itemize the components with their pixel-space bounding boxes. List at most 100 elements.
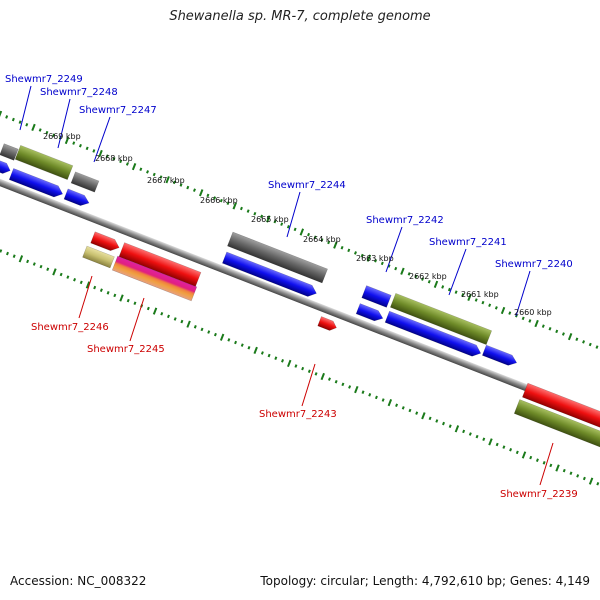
minor-tick xyxy=(6,251,9,256)
gene-features xyxy=(0,143,600,450)
summary-text: Topology: circular; Length: 4,792,610 bp… xyxy=(260,574,590,588)
gene-label-shewmr7-2242[interactable]: Shewmr7_2242 xyxy=(366,215,444,226)
major-tick xyxy=(287,359,292,368)
minor-tick xyxy=(247,345,251,350)
leader-line xyxy=(93,116,111,163)
major-tick xyxy=(333,241,338,249)
minor-tick xyxy=(78,143,82,148)
minor-tick xyxy=(12,254,16,258)
minor-tick xyxy=(5,115,9,119)
gene-label-shewmr7-2241[interactable]: Shewmr7_2241 xyxy=(429,237,507,248)
leader-line xyxy=(301,363,316,407)
minor-tick xyxy=(260,214,264,219)
gene-feature-shewmr7-2249[interactable] xyxy=(0,143,19,161)
minor-tick xyxy=(541,324,545,328)
gene-feature-shewmr7-2245-red[interactable] xyxy=(118,242,202,287)
minor-tick xyxy=(113,293,117,298)
major-tick xyxy=(0,110,3,118)
minor-tick xyxy=(515,450,519,455)
gene-feature-blue-fwd-6[interactable] xyxy=(384,310,483,359)
gene-feature-red-rev-2[interactable] xyxy=(522,382,600,431)
minor-tick xyxy=(52,133,56,138)
gene-label-shewmr7-2248[interactable]: Shewmr7_2248 xyxy=(40,87,118,98)
minor-tick xyxy=(219,198,223,203)
minor-tick xyxy=(441,285,445,289)
kbp-marker-2669: 2669 kbp xyxy=(43,132,81,141)
gene-feature-blue-fwd-2[interactable] xyxy=(8,168,65,199)
major-tick xyxy=(165,176,170,184)
minor-tick xyxy=(32,262,36,266)
major-tick xyxy=(400,267,405,275)
major-tick xyxy=(354,385,359,394)
gene-feature-red-rev-1[interactable] xyxy=(90,231,122,253)
minor-tick xyxy=(380,261,384,266)
minor-tick xyxy=(186,185,190,190)
gene-feature-blue-fwd-4[interactable] xyxy=(222,251,318,299)
label-leader-lines xyxy=(19,85,554,486)
minor-tick xyxy=(521,316,525,321)
leader-line xyxy=(385,226,403,273)
minor-tick xyxy=(415,411,419,415)
minor-tick xyxy=(448,424,452,428)
gene-feature-shewmr7-2246[interactable] xyxy=(82,245,115,269)
minor-tick xyxy=(240,343,244,347)
gene-feature-shewmr7-2242[interactable] xyxy=(361,285,392,308)
minor-tick xyxy=(596,481,600,486)
major-tick xyxy=(198,189,204,197)
major-tick xyxy=(266,215,271,223)
gene-feature-shewmr7-2244[interactable] xyxy=(227,231,328,284)
gene-feature-blue-fwd-5[interactable] xyxy=(355,303,385,324)
kbp-marker-2665: 2665 kbp xyxy=(251,215,289,224)
minor-tick xyxy=(286,225,290,229)
gene-feature-shewmr7-2248[interactable] xyxy=(14,145,74,180)
minor-tick xyxy=(414,274,418,279)
major-tick xyxy=(588,477,594,485)
major-tick xyxy=(500,306,506,315)
leader-line xyxy=(129,297,145,342)
gene-label-shewmr7-2244[interactable]: Shewmr7_2244 xyxy=(268,180,346,191)
gene-label-shewmr7-2240[interactable]: Shewmr7_2240 xyxy=(495,259,573,270)
major-tick xyxy=(131,163,137,171)
minor-tick xyxy=(159,175,163,179)
minor-tick xyxy=(59,272,63,277)
major-tick xyxy=(433,280,439,288)
minor-tick xyxy=(582,340,586,344)
major-tick xyxy=(52,268,57,276)
gene-feature-shewmr7-2245[interactable] xyxy=(111,255,198,302)
minor-tick xyxy=(274,356,278,360)
gene-feature-shewmr7-2243[interactable] xyxy=(317,316,339,333)
minor-tick xyxy=(213,332,217,337)
kbp-marker-2661: 2661 kbp xyxy=(461,290,499,299)
gene-label-shewmr7-2245[interactable]: Shewmr7_2245 xyxy=(87,344,165,355)
gene-feature-blue-fwd-1[interactable] xyxy=(0,157,12,175)
minor-tick xyxy=(381,398,385,402)
minor-tick xyxy=(193,188,196,192)
minor-tick xyxy=(569,471,573,476)
gene-label-shewmr7-2239[interactable]: Shewmr7_2239 xyxy=(500,489,578,500)
gene-feature-shewmr7-2239[interactable] xyxy=(513,399,600,450)
gene-label-shewmr7-2246[interactable]: Shewmr7_2246 xyxy=(31,322,109,333)
minor-tick xyxy=(582,476,586,481)
minor-tick xyxy=(105,154,109,158)
minor-tick xyxy=(106,291,110,295)
gene-label-shewmr7-2247[interactable]: Shewmr7_2247 xyxy=(79,105,157,116)
gene-label-shewmr7-2249[interactable]: Shewmr7_2249 xyxy=(5,74,83,85)
minor-tick xyxy=(354,251,357,255)
minor-tick xyxy=(374,259,378,263)
minor-tick xyxy=(45,130,49,135)
major-tick xyxy=(387,399,393,407)
gene-label-shewmr7-2243[interactable]: Shewmr7_2243 xyxy=(259,409,337,420)
gene-feature-shewmr7-2241[interactable] xyxy=(390,292,492,346)
gene-feature-blue-fwd-3[interactable] xyxy=(63,188,91,208)
minor-tick xyxy=(435,419,439,423)
minor-tick xyxy=(334,379,338,384)
minor-tick xyxy=(139,167,143,172)
leader-line xyxy=(19,85,32,131)
minor-tick xyxy=(528,319,532,323)
gene-feature-shewmr7-2240[interactable] xyxy=(481,344,518,368)
minor-tick xyxy=(481,300,485,305)
gene-feature-shewmr7-2247[interactable] xyxy=(70,171,100,193)
minor-tick xyxy=(313,235,317,240)
minor-tick xyxy=(442,421,445,426)
